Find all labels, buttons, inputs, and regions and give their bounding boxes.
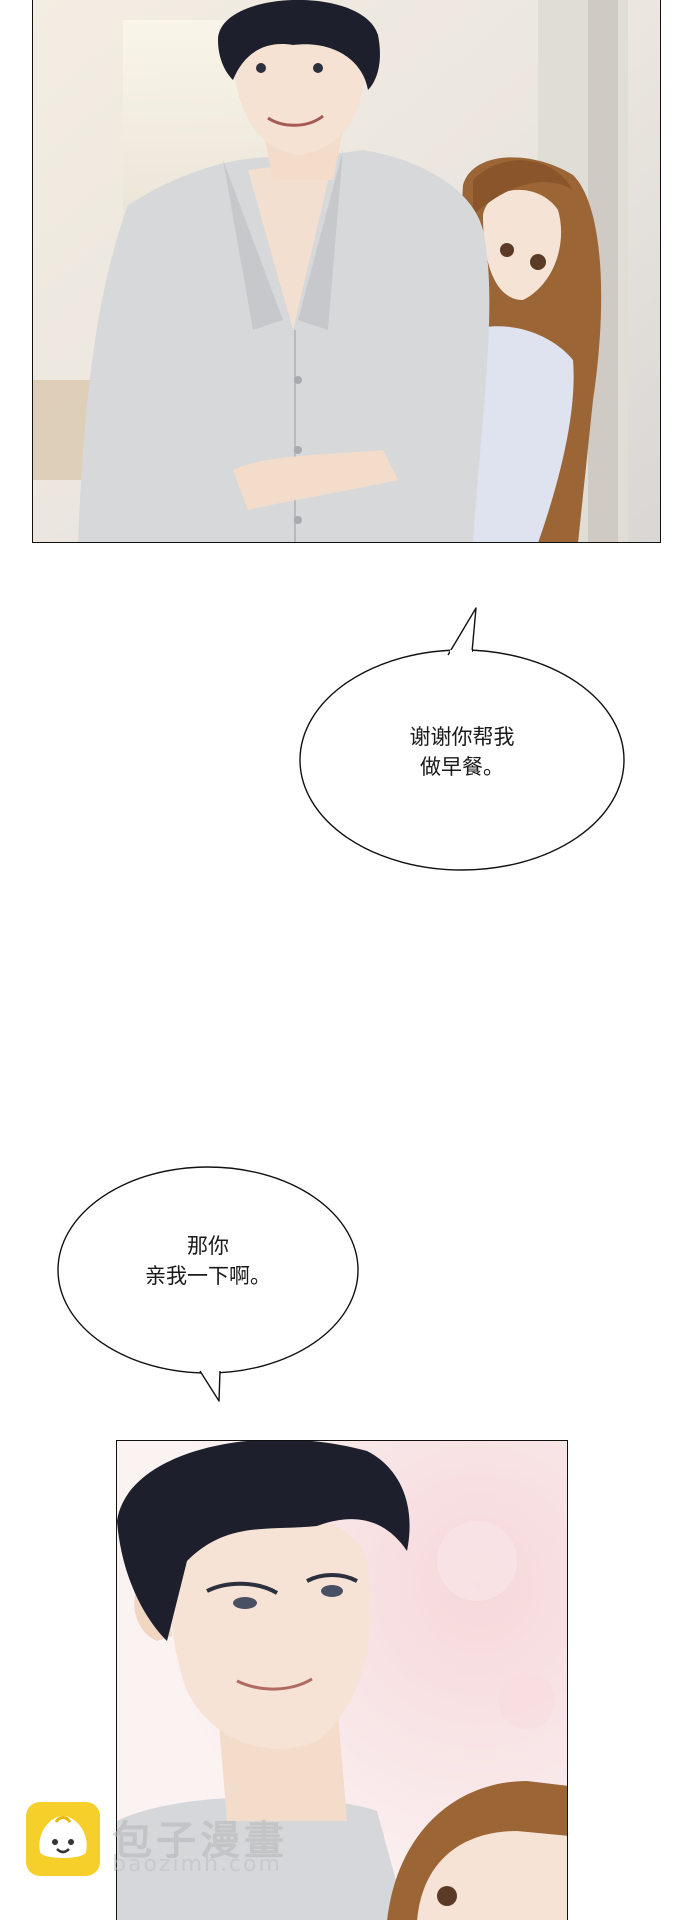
speech-bubble-2-shape: [57, 1166, 359, 1402]
speech-bubble-1-text: 谢谢你帮我 做早餐。: [298, 722, 626, 782]
panel-2-illustration: [117, 1441, 567, 1920]
speech-bubble-1: 谢谢你帮我 做早餐。: [298, 600, 626, 871]
speech-line: 亲我一下啊。: [145, 1264, 271, 1288]
speech-bubble-1-shape: [299, 607, 625, 871]
speech-bubble-2-text: 那你 亲我一下啊。: [56, 1231, 360, 1291]
watermark-subtext: baozimh.com: [112, 1852, 282, 1877]
comic-panel-1: [32, 0, 661, 543]
bun-face-icon: [26, 1802, 100, 1876]
comic-panel-2: [116, 1440, 568, 1920]
speech-bubble-2: 那你 亲我一下啊。: [56, 1165, 360, 1405]
speech-line: 那你: [187, 1234, 229, 1258]
watermark-text: 包子漫畫: [112, 1818, 288, 1864]
speech-line: 谢谢你帮我: [409, 725, 515, 749]
speech-line: 做早餐。: [420, 755, 504, 779]
panel-1-illustration: [33, 0, 660, 542]
watermark: 包子漫畫 baozimh.com: [26, 1802, 356, 1882]
